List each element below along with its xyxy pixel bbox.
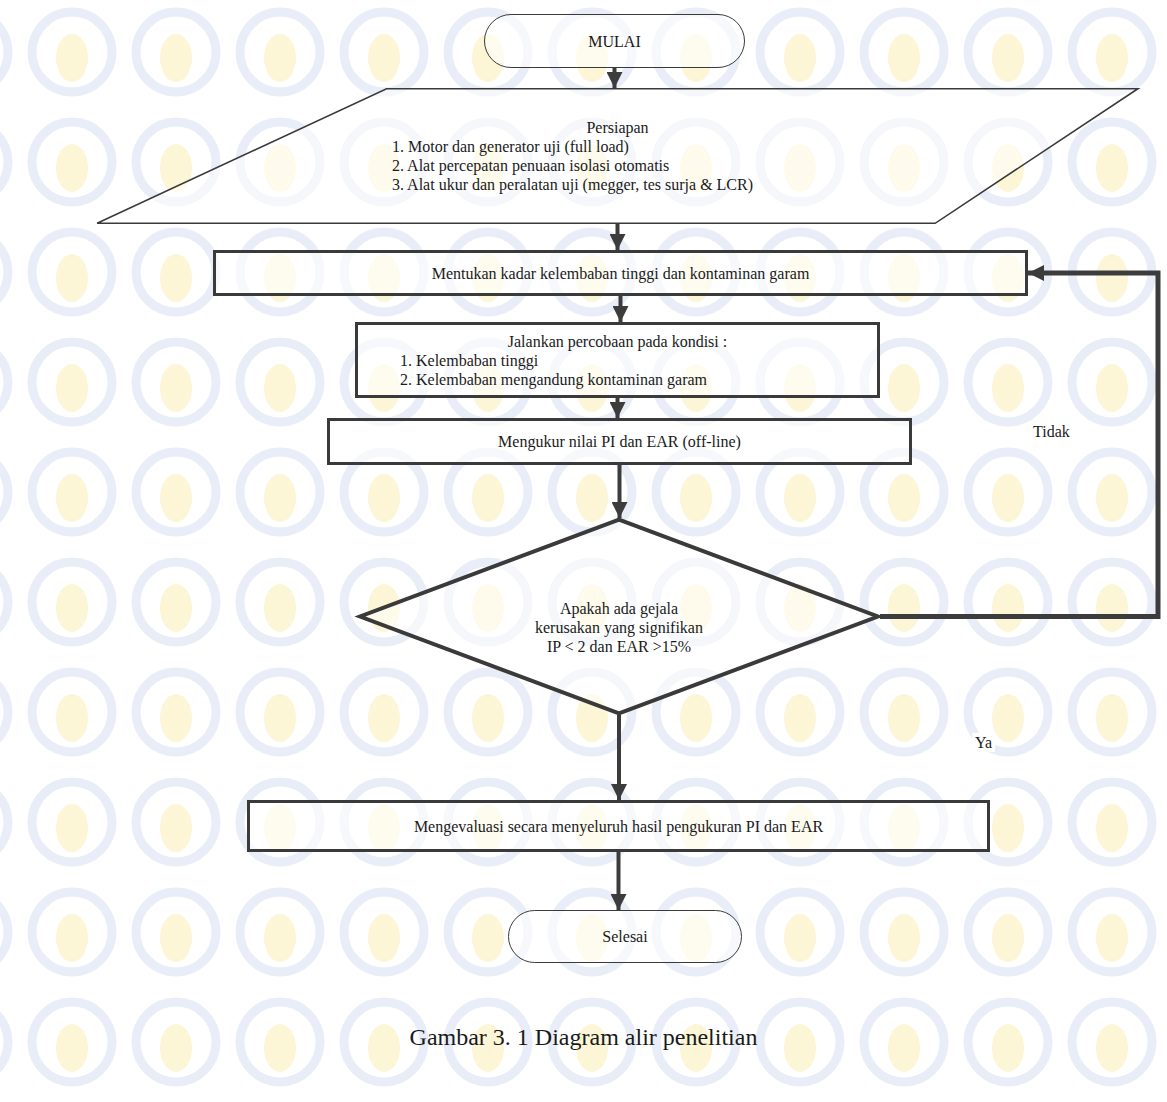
process-box: Mengukur nilai PI dan EAR (off-line)	[327, 418, 912, 465]
process-box: Mengevaluasi secara menyeluruh hasil pen…	[247, 800, 990, 852]
figure-caption: Gambar 3. 1 Diagram alir penelitian	[0, 1022, 1167, 1052]
edge-label: Tidak	[1030, 422, 1073, 441]
node-text: Jalankan percobaan pada kondisi :	[508, 332, 727, 351]
list-item: 2. Alat percepatan penuaan isolasi otoma…	[392, 156, 669, 175]
list-item: 1. Kelembaban tinggi	[400, 351, 538, 370]
flow-arrow	[617, 715, 621, 800]
process-box: Mentukan kadar kelembaban tinggi dan kon…	[213, 250, 1028, 296]
node-text: Persiapan	[586, 118, 648, 137]
edge-label: Ya	[972, 733, 995, 752]
flow-arrow	[616, 398, 620, 418]
flow-arrow	[880, 273, 1158, 617]
terminal-box: MULAI	[484, 14, 745, 68]
parallelogram-outline	[95, 88, 1140, 224]
node-text: Mengevaluasi secara menyeluruh hasil pen…	[414, 817, 823, 836]
flow-arrow	[613, 68, 617, 88]
node-text: Selesai	[602, 927, 647, 946]
process-box: Jalankan percobaan pada kondisi :1. Kele…	[355, 322, 880, 398]
list-item: 3. Alat ukur dan peralatan uji (megger, …	[392, 175, 753, 194]
node-text: MULAI	[588, 32, 640, 51]
list-item: 2. Kelembaban mengandung kontaminan gara…	[400, 370, 707, 389]
terminal-box: Selesai	[508, 910, 742, 963]
node-text: Apakah ada gejala kerusakan yang signifi…	[527, 599, 712, 656]
list-item: 1. Motor dan generator uji (full load)	[392, 137, 629, 156]
flow-arrow	[617, 852, 621, 910]
node-text: Mengukur nilai PI dan EAR (off-line)	[498, 432, 741, 451]
decision-diamond: Apakah ada gejala kerusakan yang signifi…	[358, 518, 880, 715]
flow-arrow	[619, 296, 623, 322]
flow-arrow	[616, 224, 620, 250]
input-parallelogram: Persiapan1. Motor dan generator uji (ful…	[95, 88, 1140, 224]
flow-arrow	[618, 465, 622, 518]
node-text: Mentukan kadar kelembaban tinggi dan kon…	[432, 264, 810, 283]
